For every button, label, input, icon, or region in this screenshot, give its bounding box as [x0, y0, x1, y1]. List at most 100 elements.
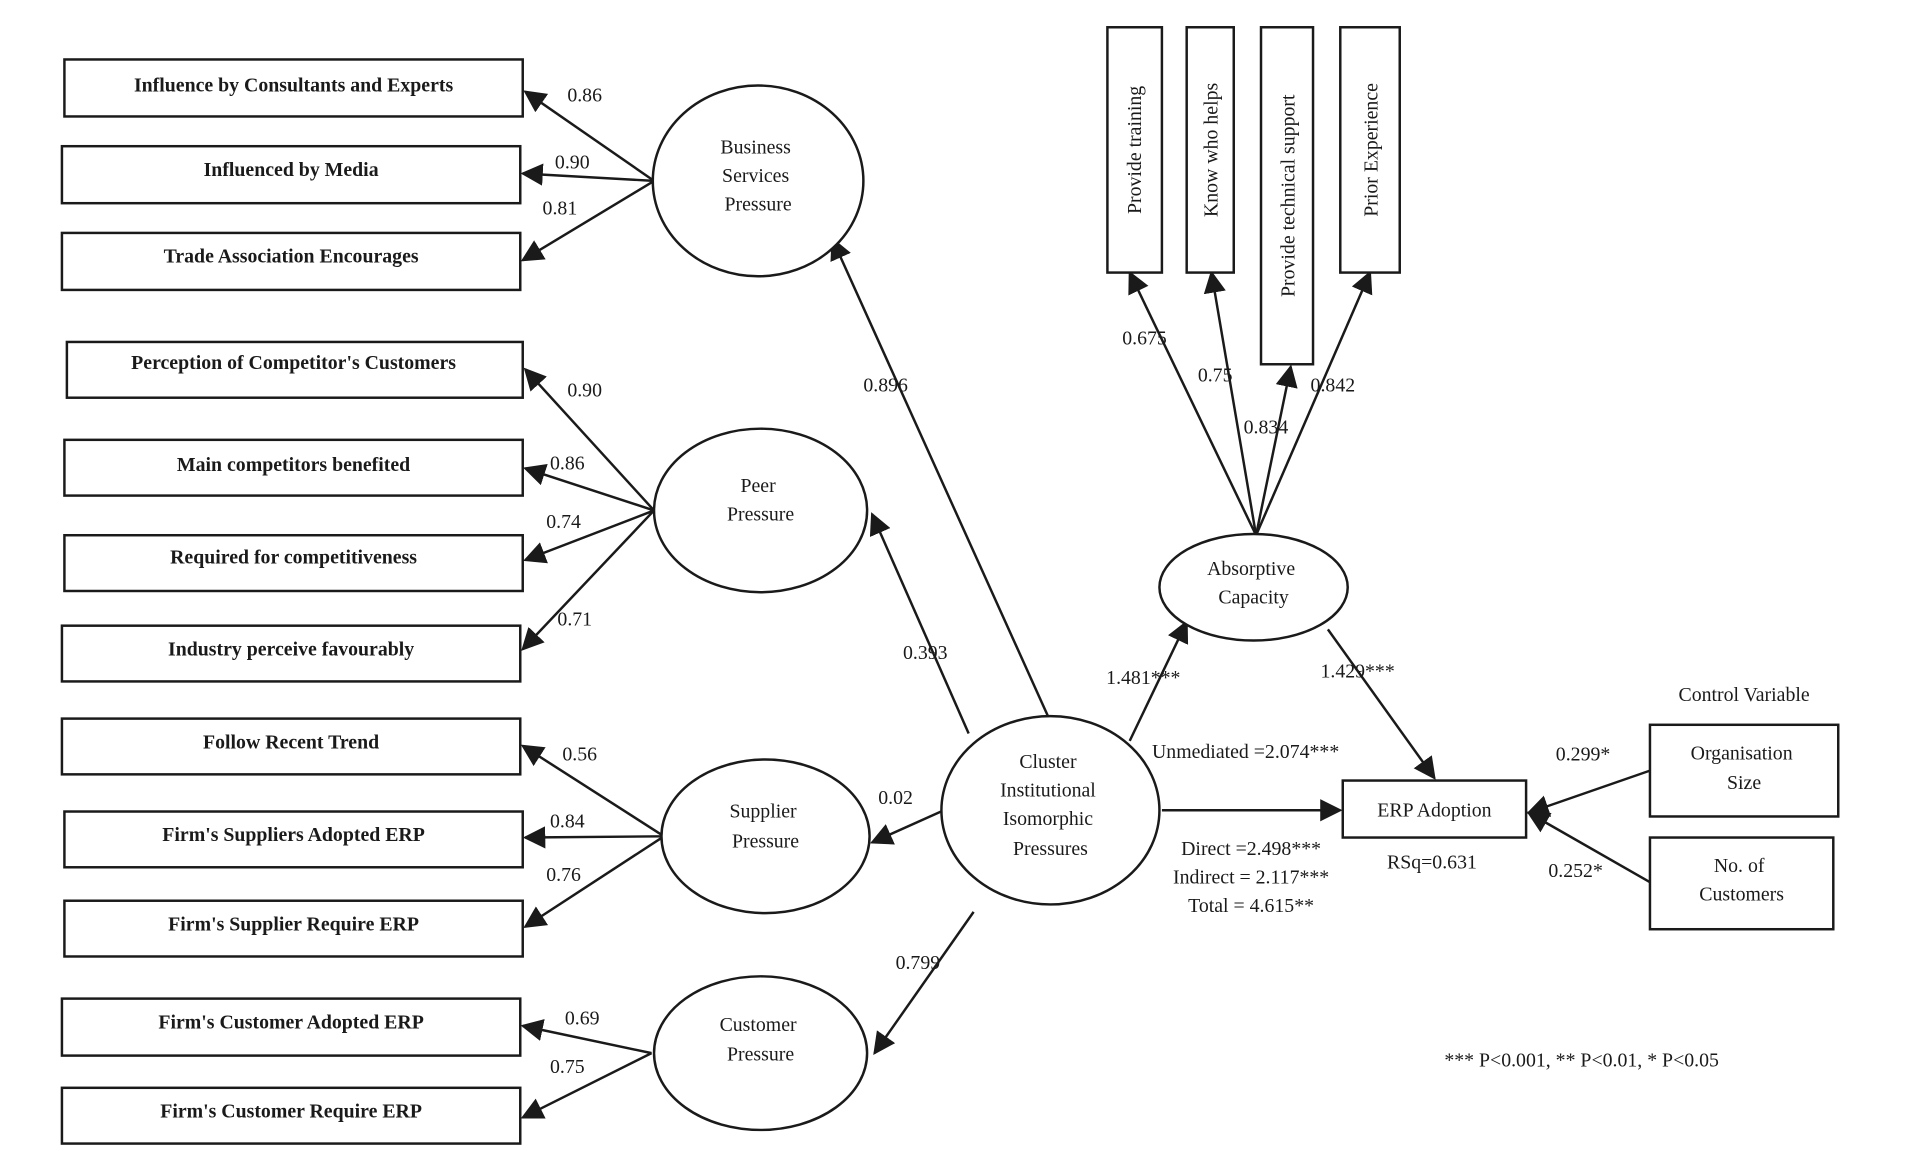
- indicator-industry: Industry perceive favourably: [60, 624, 522, 683]
- svg-text:Provide technical support: Provide technical support: [1277, 94, 1299, 297]
- edge-peer-industry: [521, 509, 655, 651]
- indicator-trade: Trade Association Encourages: [60, 231, 522, 292]
- loading-main: 0.86: [550, 453, 585, 475]
- edge-cus-require: [520, 1052, 653, 1119]
- loading-trade: 0.81: [543, 197, 578, 219]
- loading-customer-adopted: 0.69: [565, 1008, 600, 1030]
- svg-text:Firm's Customer Adopted ERP: Firm's Customer Adopted ERP: [158, 1011, 423, 1033]
- svg-text:Perception of Competitor's Cus: Perception of Competitor's Customers: [131, 352, 456, 374]
- edge-bsp-trade: [520, 179, 655, 262]
- loading-media: 0.90: [555, 151, 590, 173]
- cluster-line-4: Pressures: [1013, 838, 1088, 860]
- indicator-media: Influenced by Media: [60, 144, 522, 205]
- path-cluster-bsp: 0.896: [863, 375, 908, 397]
- svg-text:Customer Pressure: Customer Pressure: [720, 1014, 802, 1066]
- edge-ac-training: [1128, 270, 1258, 536]
- edge-peer-main: [523, 463, 655, 512]
- construct-absorptive-capacity: Absorptive Capacity: [1158, 532, 1349, 642]
- svg-text:Prior Experience: Prior Experience: [1360, 83, 1382, 217]
- edge-sup-trend: [520, 744, 665, 838]
- indicator-trend: Follow Recent Trend: [60, 717, 522, 776]
- indicator-provide-training: Provide training: [1106, 26, 1164, 274]
- indicator-main-competitors: Main competitors benefited: [63, 438, 524, 497]
- svg-text:Firm's Supplier Require ERP: Firm's Supplier Require ERP: [168, 913, 419, 935]
- indicator-supplier-require: Firm's Supplier Require ERP: [63, 899, 524, 958]
- path-cluster-peer: 0.393: [903, 642, 948, 664]
- edge-cluster-peer: [869, 512, 970, 734]
- indicator-customer-require: Firm's Customer Require ERP: [60, 1086, 522, 1145]
- customers-line-2: Customers: [1699, 884, 1784, 906]
- construct-supplier: Supplier Pressure: [660, 758, 871, 915]
- edge-bsp-consultants: [523, 90, 655, 182]
- total-effect: Total = 4.615**: [1188, 895, 1314, 917]
- indicator-prior-experience: Prior Experience: [1339, 26, 1401, 274]
- indirect-effect: Indirect = 2.117***: [1173, 866, 1329, 888]
- svg-text:Influence by Consultants and E: Influence by Consultants and Experts: [134, 75, 454, 97]
- edge-cus-adopted: [520, 1019, 652, 1055]
- bsp-line-3: Pressure: [725, 194, 792, 216]
- edge-sup-adopted: [522, 826, 664, 849]
- loading-trend: 0.56: [562, 744, 597, 766]
- supplier-line-2: Pressure: [732, 830, 799, 852]
- indicator-suppliers-adopted: Firm's Suppliers Adopted ERP: [63, 810, 524, 869]
- construct-business-services: Business Services Pressure: [651, 84, 865, 278]
- svg-text:Absorptive Capacity: Absorptive Capacity: [1207, 558, 1300, 608]
- svg-text:Main competitors benefited: Main competitors benefited: [177, 454, 410, 476]
- svg-text:Provide training: Provide training: [1124, 86, 1146, 214]
- outcome-erp-adoption: ERP Adoption: [1341, 779, 1528, 839]
- coef-customers: 0.252*: [1548, 860, 1602, 882]
- edge-cluster-absorptive: [1128, 619, 1189, 742]
- edge-ac-prior: [1254, 270, 1373, 536]
- customers-line-1: No. of: [1714, 855, 1765, 877]
- direct-effect: Direct =2.498***: [1181, 838, 1321, 860]
- construct-customer: Customer Pressure: [652, 975, 869, 1132]
- loading-know-who: 0.75: [1198, 365, 1233, 387]
- svg-text:Cluster Institutional: Cluster Institutional Isomorphic Pressur…: [1000, 751, 1101, 860]
- indicator-boxes: Influence by Consultants and Experts Inf…: [60, 58, 524, 1145]
- edge-cluster-bsp: [830, 237, 1050, 717]
- loading-suppliers-adopted: 0.84: [550, 811, 585, 833]
- org-size-line-1: Organisation: [1691, 742, 1793, 764]
- unmediated-effect: Unmediated =2.074***: [1152, 741, 1339, 763]
- edge-bsp-media: [520, 163, 655, 186]
- edge-customers-erp: [1526, 811, 1651, 884]
- edge-absorptive-erp: [1326, 628, 1436, 780]
- construct-peer: Peer Pressure: [652, 427, 869, 594]
- loading-technical: 0.834: [1244, 417, 1289, 439]
- path-cluster-customer: 0.799: [896, 952, 941, 974]
- erp-label: ERP Adoption: [1377, 799, 1491, 821]
- path-absorptive-erp: 1.429***: [1320, 661, 1394, 683]
- svg-text:Influenced by Media: Influenced by Media: [204, 159, 379, 181]
- construct-cluster: Cluster Institutional Isomorphic Pressur…: [940, 714, 1161, 906]
- svg-text:Business Services: Business Services Pressure: [720, 137, 795, 216]
- bsp-line-2: Services: [722, 165, 789, 187]
- rsq-value: RSq=0.631: [1387, 852, 1477, 874]
- svg-text:No. of Customers: No. of Customers: [1699, 855, 1784, 905]
- control-no-of-customers: No. of Customers: [1648, 836, 1835, 931]
- indicator-know-who-helps: Know who helps: [1185, 26, 1235, 274]
- path-cluster-absorptive: 1.481***: [1106, 667, 1180, 689]
- indicator-required: Required for competitiveness: [63, 533, 524, 593]
- edge-ac-technical: [1254, 364, 1298, 536]
- loading-supplier-require: 0.76: [546, 864, 581, 886]
- edge-peer-required: [523, 509, 655, 564]
- loading-consultants: 0.86: [567, 85, 602, 107]
- peer-line-2: Pressure: [727, 503, 794, 525]
- peer-line-1: Peer: [740, 475, 776, 497]
- customer-line-2: Pressure: [727, 1044, 794, 1066]
- edge-peer-perception: [523, 367, 655, 512]
- edge-orgsize-erp: [1526, 769, 1651, 817]
- indicator-consultants: Influence by Consultants and Experts: [63, 58, 524, 118]
- svg-text:Firm's Suppliers Adopted ERP: Firm's Suppliers Adopted ERP: [162, 824, 425, 846]
- cluster-line-3: Isomorphic: [1003, 808, 1093, 830]
- control-variable-heading: Control Variable: [1679, 684, 1810, 706]
- svg-text:Industry perceive favourably: Industry perceive favourably: [168, 638, 414, 660]
- bsp-line-1: Business: [720, 137, 790, 159]
- coef-org-size: 0.299*: [1556, 744, 1610, 766]
- svg-text:Trade Association Encourages: Trade Association Encourages: [164, 246, 419, 268]
- loading-industry: 0.71: [557, 609, 592, 631]
- cluster-line-2: Institutional: [1000, 780, 1096, 802]
- indicator-perception: Perception of Competitor's Customers: [65, 340, 524, 399]
- edges: [520, 90, 1651, 1119]
